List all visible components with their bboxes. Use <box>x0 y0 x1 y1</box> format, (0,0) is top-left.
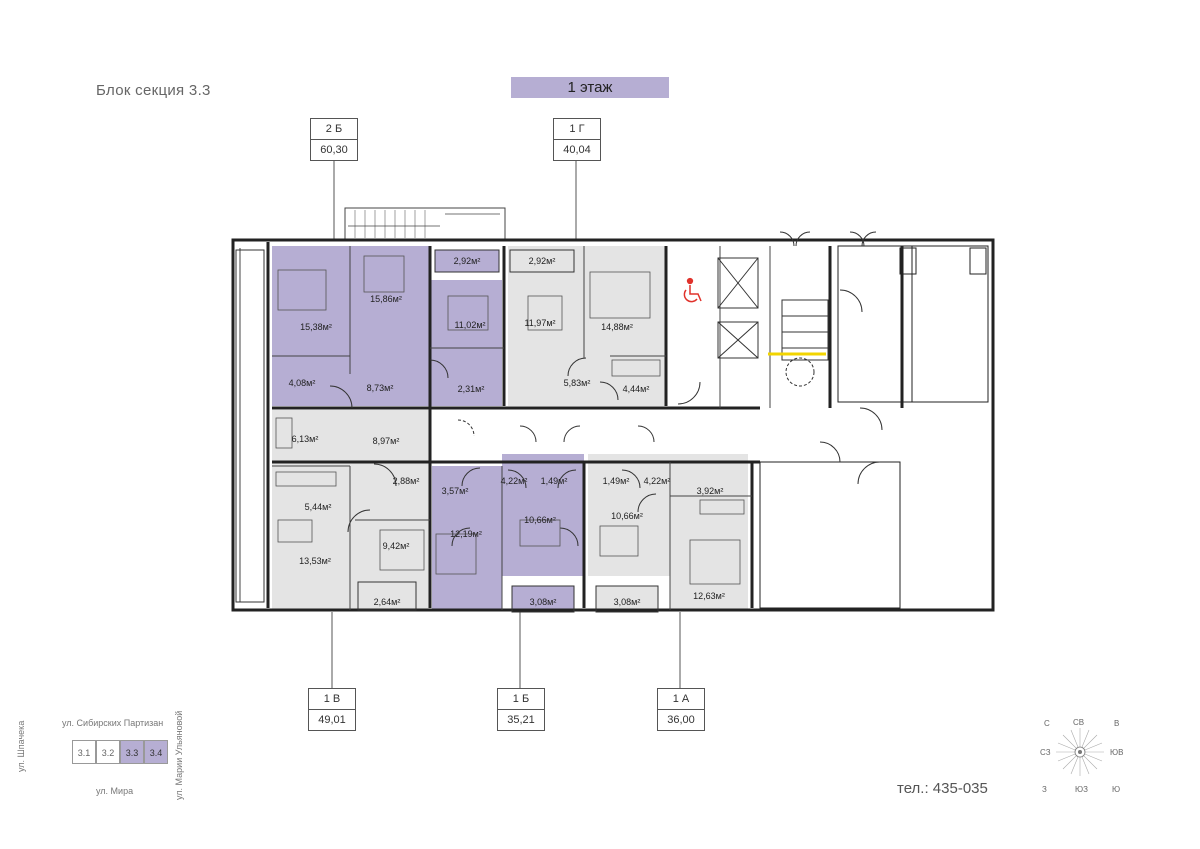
room-area: 10,66м² <box>524 515 556 525</box>
room-area: 2,92м² <box>454 256 481 266</box>
room-area: 3,92м² <box>697 486 724 496</box>
keymap-section-3-2[interactable]: 3.2 <box>96 740 120 764</box>
street-right: ул. Марии Ульяновой <box>174 710 184 800</box>
apartment-tag-1g[interactable]: 1 Г 40,04 <box>553 118 601 161</box>
keymap-section-3-3[interactable]: 3.3 <box>120 740 144 764</box>
room-area: 3,08м² <box>614 597 641 607</box>
room-area: 13,53м² <box>299 556 331 566</box>
room-area: 14,88м² <box>601 322 633 332</box>
room-area: 5,83м² <box>564 378 591 388</box>
compass-sw: ЮЗ <box>1075 785 1088 794</box>
room-area: 2,92м² <box>529 256 556 266</box>
apartment-area: 49,01 <box>318 714 346 726</box>
room-area: 8,73м² <box>367 383 394 393</box>
compass-n: С <box>1044 719 1050 728</box>
compass-e: В <box>1114 719 1119 728</box>
room-area: 1,49м² <box>603 476 630 486</box>
room-area: 12,19м² <box>450 529 482 539</box>
room-area: 4,22м² <box>501 476 528 486</box>
room-area: 15,86м² <box>370 294 402 304</box>
room-area: 4,08м² <box>289 378 316 388</box>
apartment-area: 40,04 <box>563 144 591 156</box>
inner-walls <box>239 246 771 610</box>
apartment-tag-1a[interactable]: 1 А 36,00 <box>657 688 705 731</box>
floor-badge[interactable]: 1 этаж <box>511 77 669 98</box>
entrance-ramp <box>344 207 506 241</box>
room-labels: 2,92м² 2,92м² 15,38м² 15,86м² 11,02м² 11… <box>289 256 725 607</box>
room-area: 15,38м² <box>300 322 332 332</box>
room-area: 3,08м² <box>530 597 557 607</box>
apartment-area: 36,00 <box>667 714 695 726</box>
street-bottom: ул. Мира <box>96 786 134 796</box>
room-area: 10,66м² <box>611 511 643 521</box>
room-area: 2,31м² <box>458 384 485 394</box>
apartment-code: 1 А <box>658 689 704 710</box>
apartment-tag-2b[interactable]: 2 Б 60,30 <box>310 118 358 161</box>
room-area: 4,44м² <box>623 384 650 394</box>
stair-core <box>717 257 829 387</box>
compass-w: З <box>1042 785 1047 794</box>
outer-walls <box>231 238 995 612</box>
furniture <box>275 255 745 585</box>
room-area: 1,49м² <box>541 476 568 486</box>
apartment-area: 60,30 <box>320 144 348 156</box>
room-area: 8,97м² <box>373 436 400 446</box>
room-area: 2,64м² <box>374 597 401 607</box>
apartment-code: 1 Г <box>554 119 600 140</box>
apartment-1a-fill[interactable] <box>588 454 748 612</box>
room-area: 5,44м² <box>305 502 332 512</box>
room-area: 9,42м² <box>383 541 410 551</box>
keymap-section-3-1[interactable]: 3.1 <box>72 740 96 764</box>
keymap-section-3-4[interactable]: 3.4 <box>144 740 168 764</box>
apartment-code: 2 Б <box>311 119 357 140</box>
phone-number[interactable]: тел.: 435-035 <box>897 780 988 797</box>
apartment-1g-fill[interactable] <box>508 246 666 406</box>
compass-ne: СВ <box>1073 718 1084 727</box>
compass-nw: СЗ <box>1040 748 1051 757</box>
room-area: 12,63м² <box>693 591 725 601</box>
compass-s: Ю <box>1112 785 1120 794</box>
apartment-code: 1 В <box>309 689 355 710</box>
apartment-1b-fill[interactable] <box>432 454 584 612</box>
apartment-tag-1v[interactable]: 1 В 49,01 <box>308 688 356 731</box>
doors <box>329 231 883 547</box>
wheelchair-icon <box>683 277 702 303</box>
room-area: 3,57м² <box>442 486 469 496</box>
street-left: ул. Шпачека <box>16 720 26 772</box>
street-top: ул. Сибирских Партизан <box>62 718 164 728</box>
room-area: 11,97м² <box>524 318 555 328</box>
loggias <box>235 249 659 613</box>
compass-se: ЮВ <box>1110 748 1123 757</box>
right-wing-walls <box>759 245 989 609</box>
room-area: 4,22м² <box>644 476 671 486</box>
room-area: 2,88м² <box>393 476 420 486</box>
section-title: Блок секция 3.3 <box>96 82 211 99</box>
apartment-tag-1b[interactable]: 1 Б 35,21 <box>497 688 545 731</box>
room-area: 11,02м² <box>454 320 485 330</box>
apartment-area: 35,21 <box>507 714 535 726</box>
apartment-1v-fill[interactable] <box>272 410 430 610</box>
room-area: 6,13м² <box>292 434 319 444</box>
apartment-code: 1 Б <box>498 689 544 710</box>
compass-rose: С СВ В СЗ ЮВ З ЮЗ Ю <box>1040 718 1123 794</box>
